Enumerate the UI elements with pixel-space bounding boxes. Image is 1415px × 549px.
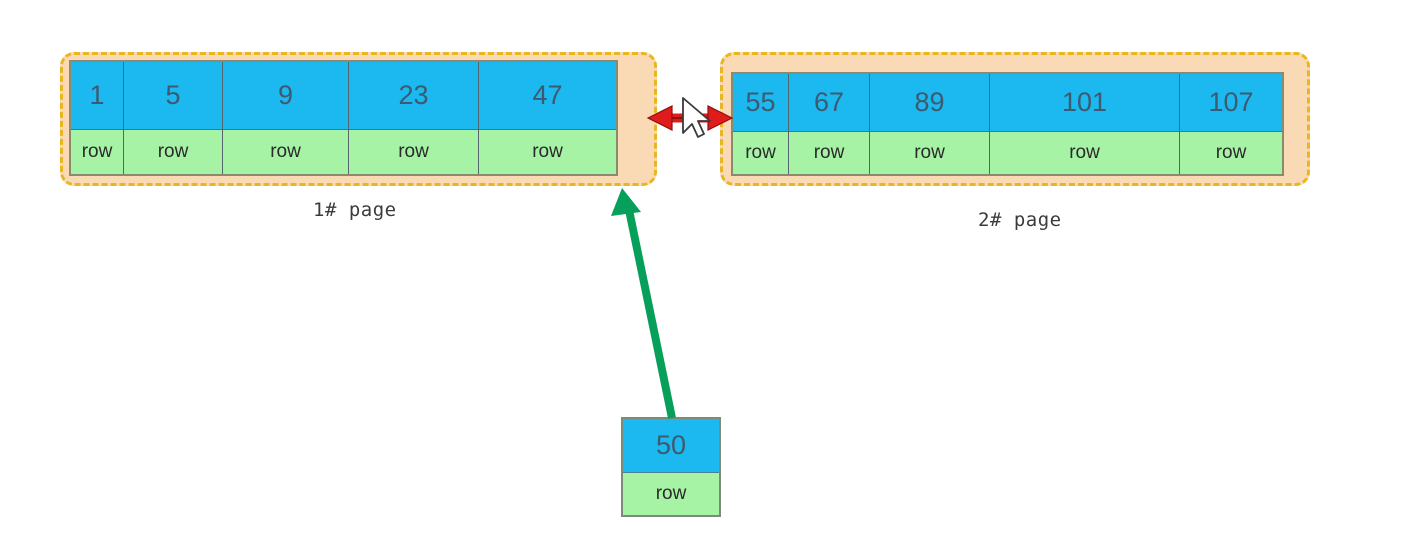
slot-row-label: row: [223, 130, 348, 174]
slot-table-2: 55 row 67 row 89 row 101 row 107 row: [731, 72, 1284, 176]
slot-key: 101: [990, 74, 1179, 132]
slot[interactable]: 47 row: [479, 62, 616, 174]
slot-key: 5: [124, 62, 222, 130]
slot[interactable]: 9 row: [223, 62, 349, 174]
incoming-record-box[interactable]: 50 row: [621, 417, 721, 517]
slot-row-label: row: [124, 130, 222, 174]
record-row-label: row: [623, 472, 719, 515]
slot[interactable]: 101 row: [990, 74, 1180, 174]
up-arrow-icon: [611, 188, 676, 419]
slot-row-label: row: [71, 130, 123, 174]
page-caption-2: 2# page: [978, 209, 1062, 231]
slot-row-label: row: [990, 132, 1179, 174]
slot[interactable]: 23 row: [349, 62, 479, 174]
slot-row-label: row: [733, 132, 788, 174]
slot-key: 9: [223, 62, 348, 130]
slot-key: 23: [349, 62, 478, 130]
page-caption-1: 1# page: [313, 199, 397, 221]
slot[interactable]: 89 row: [870, 74, 990, 174]
slot-key: 107: [1180, 74, 1282, 132]
slot[interactable]: 67 row: [789, 74, 870, 174]
record-key: 50: [623, 419, 719, 473]
slot-key: 89: [870, 74, 989, 132]
slot-row-label: row: [349, 130, 478, 174]
slot[interactable]: 107 row: [1180, 74, 1282, 174]
slot-key: 1: [71, 62, 123, 130]
slot[interactable]: 55 row: [733, 74, 789, 174]
slot-row-label: row: [1180, 132, 1282, 174]
slot-row-label: row: [870, 132, 989, 174]
slot-table-1: 1 row 5 row 9 row 23 row 47 row: [69, 60, 618, 176]
slot-key: 47: [479, 62, 616, 130]
slot-key: 67: [789, 74, 869, 132]
slot-row-label: row: [479, 130, 616, 174]
slot[interactable]: 1 row: [71, 62, 124, 174]
slot-row-label: row: [789, 132, 869, 174]
mouse-pointer-icon: [682, 97, 711, 138]
slot[interactable]: 5 row: [124, 62, 223, 174]
slot-key: 55: [733, 74, 788, 132]
